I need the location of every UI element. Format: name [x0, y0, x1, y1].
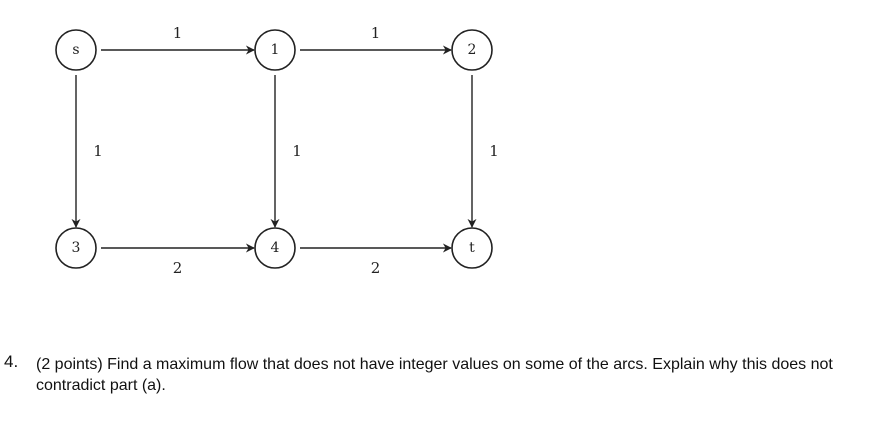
- node-label: 4: [271, 240, 280, 256]
- edge-capacity-label: 1: [371, 24, 381, 42]
- node-circle: [55, 227, 97, 269]
- node-label: s: [72, 42, 79, 58]
- node-circle: [451, 29, 493, 71]
- edge-capacity-label: 2: [371, 259, 381, 277]
- node-circle: [254, 227, 296, 269]
- node-label: t: [469, 240, 475, 256]
- edge-capacity-label: 2: [173, 259, 183, 277]
- edge-capacity-label: 1: [93, 142, 103, 160]
- node-circle: [55, 29, 97, 71]
- edge-capacity-label: 1: [489, 142, 499, 160]
- node-label: 3: [72, 240, 81, 256]
- edge-capacity-label: 1: [292, 142, 302, 160]
- node-s: s: [55, 29, 97, 71]
- node-label: 2: [468, 42, 477, 58]
- flow-network-diagram: 1 1 1 1 1 2 2 s 1 2 3 4 t: [55, 24, 499, 277]
- node-n2: 2: [451, 29, 493, 71]
- edge-capacity-label: 1: [173, 24, 183, 42]
- node-circle: [254, 29, 296, 71]
- node-n4: 4: [254, 227, 296, 269]
- question-text: (2 points) Find a maximum flow that does…: [36, 356, 833, 394]
- node-n1: 1: [254, 29, 296, 71]
- node-t: t: [451, 227, 493, 269]
- node-circle: [451, 227, 493, 269]
- node-n3: 3: [55, 227, 97, 269]
- node-label: 1: [271, 42, 280, 58]
- question-number: 4.: [4, 352, 19, 371]
